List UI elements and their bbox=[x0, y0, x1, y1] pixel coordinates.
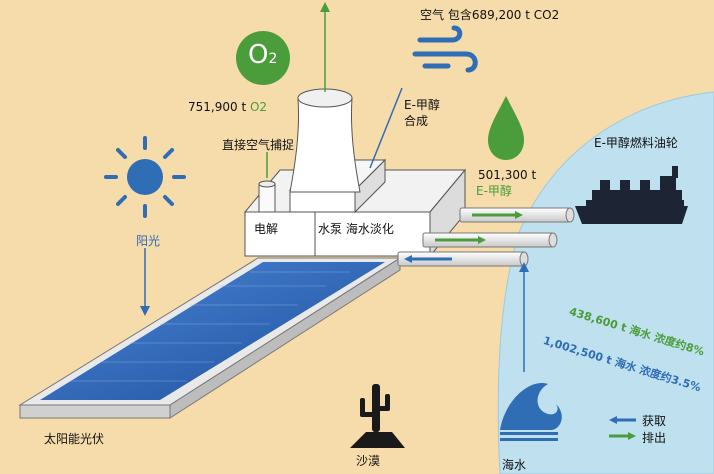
pump-desal-label: 水泵 海水淡化 bbox=[318, 222, 394, 236]
legend-intake-label: 获取 bbox=[642, 414, 667, 428]
pv-label: 太阳能光伏 bbox=[44, 432, 105, 446]
cactus-icon bbox=[350, 384, 405, 448]
seawater-label: 海水 bbox=[502, 458, 527, 472]
sunlight-label: 阳光 bbox=[136, 234, 161, 248]
air-contains-label: 空气 包含689,200 t CO2 bbox=[420, 8, 560, 22]
sunlight-arrow bbox=[140, 248, 150, 316]
tanker-ship-icon bbox=[575, 166, 688, 224]
seawater-arrow bbox=[519, 262, 529, 372]
emethanol-amount-label: 501,300 t bbox=[478, 168, 537, 182]
o2-amount-label: 751,900 t O2 bbox=[188, 100, 268, 114]
legend-discharge-label: 排出 bbox=[642, 431, 667, 445]
air-arrow bbox=[369, 87, 403, 169]
electrolysis-label: 电解 bbox=[254, 222, 279, 236]
o2-arrow bbox=[320, 2, 330, 92]
desert-label: 沙漠 bbox=[356, 454, 381, 468]
o2-badge bbox=[236, 31, 290, 85]
wave-icon bbox=[500, 383, 562, 441]
o2-badge-label: O2 bbox=[248, 40, 278, 70]
emethanol-synthesis-label-2: 合成 bbox=[404, 114, 429, 128]
pipes bbox=[397, 207, 575, 267]
plant-building bbox=[243, 88, 467, 258]
droplet-icon bbox=[488, 96, 524, 160]
legend-discharge-arrow bbox=[609, 432, 636, 440]
legend-intake-arrow bbox=[609, 416, 636, 424]
emethanol-name-label: E-甲醇 bbox=[476, 184, 512, 198]
wind-icon bbox=[412, 25, 478, 73]
tanker-label: E-甲醇燃料油轮 bbox=[594, 136, 678, 150]
dac-label: 直接空气捕捉 bbox=[222, 138, 295, 152]
solar-pv-field bbox=[18, 257, 402, 419]
sun-icon bbox=[104, 136, 186, 218]
emethanol-synthesis-label-1: E-甲醇 bbox=[404, 98, 440, 112]
